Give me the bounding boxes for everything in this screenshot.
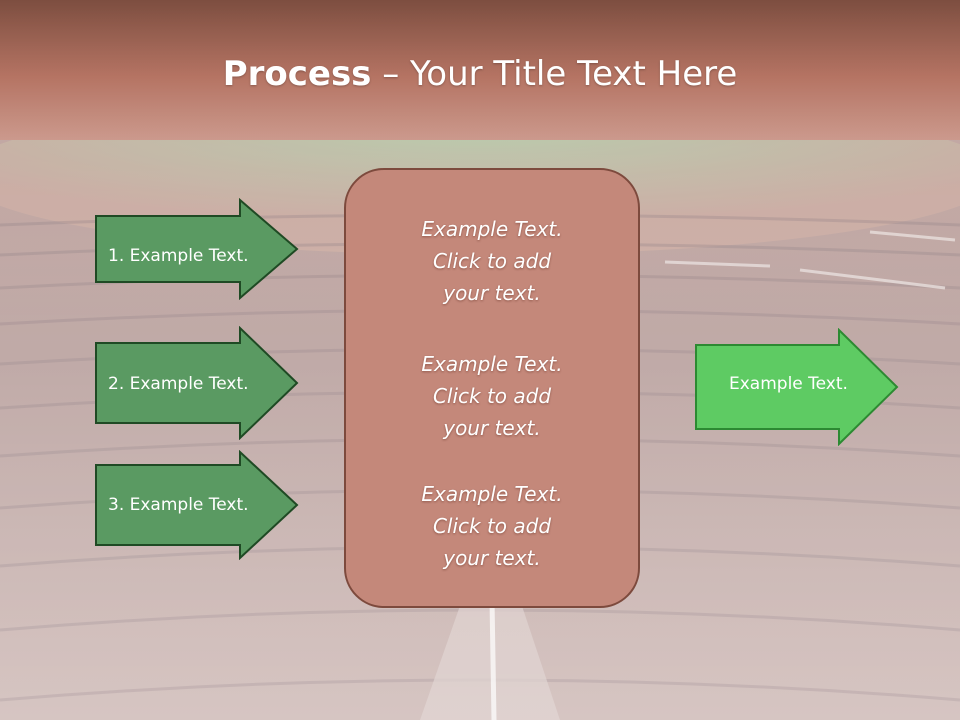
arrow-label-2: 2. Example Text.: [108, 374, 249, 394]
arrow-shape-1[interactable]: [94, 198, 300, 300]
arrow-label-right: Example Text.: [729, 374, 848, 394]
paragraph-3-line-3: your text.: [443, 546, 541, 570]
center-text-box[interactable]: [344, 168, 640, 608]
paragraph-1-line-3: your text.: [443, 281, 541, 305]
paragraph-2-line-3: your text.: [443, 416, 541, 440]
center-paragraph-2: Example Text. Click to add your text.: [344, 348, 640, 444]
center-paragraph-3: Example Text. Click to add your text.: [344, 478, 640, 574]
paragraph-1-line-2: Click to add: [432, 249, 552, 273]
center-paragraph-1: Example Text. Click to add your text.: [344, 213, 640, 309]
arrow-label-1: 1. Example Text.: [108, 246, 249, 266]
slide-title[interactable]: Process – Your Title Text Here: [0, 52, 960, 96]
paragraph-2-line-1: Example Text.: [421, 352, 563, 376]
title-bold: Process: [222, 54, 372, 94]
paragraph-3-line-1: Example Text.: [421, 482, 563, 506]
paragraph-1-line-1: Example Text.: [421, 217, 563, 241]
arrow-shape-2[interactable]: [94, 326, 300, 440]
arrow-label-3: 3. Example Text.: [108, 495, 249, 515]
arrow-shape-3[interactable]: [94, 450, 300, 560]
paragraph-3-line-2: Click to add: [432, 514, 552, 538]
arrow-shape-right[interactable]: [694, 328, 900, 446]
title-rest: – Your Title Text Here: [371, 54, 738, 94]
paragraph-2-line-2: Click to add: [432, 384, 552, 408]
